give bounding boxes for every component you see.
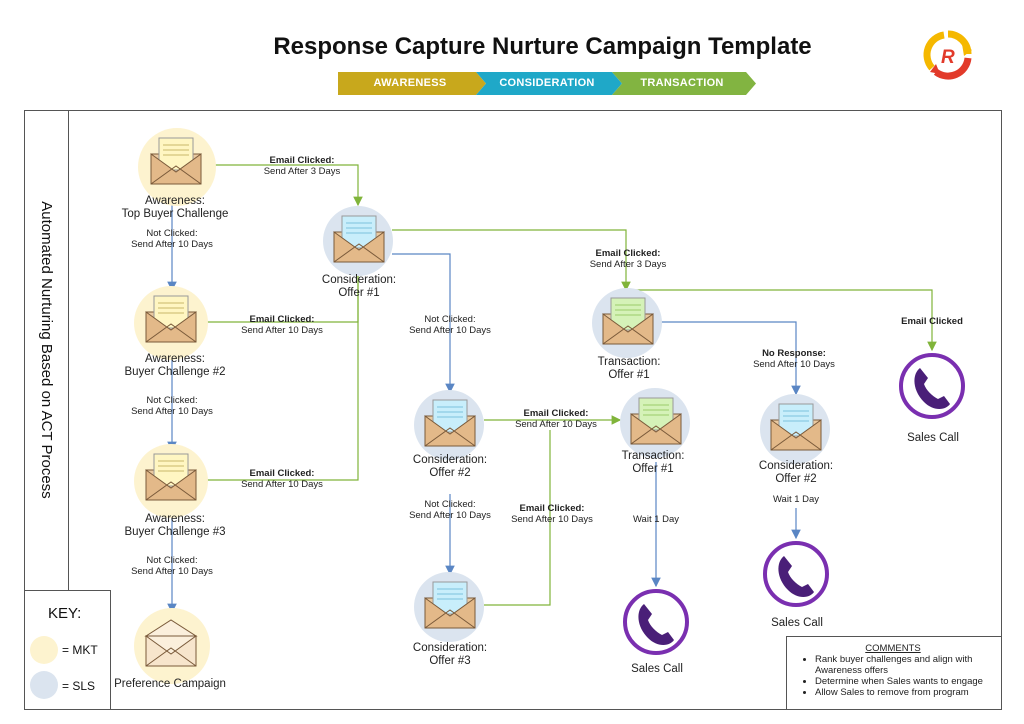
edge-label: Email Clicked:Send After 3 Days (589, 248, 667, 270)
svg-text:R: R (941, 47, 955, 68)
comment-item: Allow Sales to remove from program (815, 687, 1001, 698)
envelope-icon (630, 397, 682, 445)
node-label-sales-call-b: Sales Call (631, 663, 683, 675)
edge-label: Email Clicked:Send After 3 Days (263, 155, 341, 177)
phone-icon (899, 353, 965, 419)
key-sls-label: = SLS (62, 679, 96, 693)
phone-icon (763, 541, 829, 607)
edge-label: Not Clicked:Send After 10 Days (131, 395, 213, 417)
phase-awareness: AWARENESS (373, 77, 447, 89)
phase-bar (338, 72, 756, 95)
node-label-sales-call-a: Sales Call (907, 432, 959, 444)
phase-consideration: CONSIDERATION (499, 77, 595, 89)
envelope-icon (145, 295, 197, 343)
diagram-frame (24, 110, 1002, 710)
node-label-transaction-1: Transaction: Offer #1 (597, 356, 661, 381)
envelope-icon (424, 399, 476, 447)
node-label-transaction-1b: Transaction: Offer #1 (621, 450, 685, 475)
edge-label: Wait 1 Day (772, 494, 820, 505)
comment-item: Determine when Sales wants to engage (815, 676, 1001, 687)
key-mkt-circle (30, 636, 58, 664)
node-label-consideration-3: Consideration: Offer #3 (412, 642, 488, 667)
edge-label: Email Clicked:Send After 10 Days (241, 468, 323, 490)
key-box (24, 590, 111, 709)
key-sls-circle (30, 671, 58, 699)
envelope-icon (770, 403, 822, 451)
key-mkt-label: = MKT (62, 643, 98, 657)
key-title: KEY: (48, 605, 82, 622)
node-label-consideration-2: Consideration: Offer #2 (412, 454, 488, 479)
envelope-icon (602, 297, 654, 345)
envelope-icon (424, 581, 476, 629)
edge-label: Email Clicked:Send After 10 Days (515, 408, 597, 430)
page-title: Response Capture Nurture Campaign Templa… (273, 33, 812, 60)
edge-label: Email Clicked:Send After 10 Days (241, 314, 323, 336)
comments-title: COMMENTS (865, 643, 921, 654)
envelope-icon (144, 619, 198, 667)
phase-transaction: TRANSACTION (640, 77, 724, 89)
logo-icon: R (922, 28, 974, 84)
comments-list: Rank buyer challenges and align with Awa… (787, 654, 1001, 698)
envelope-icon (333, 215, 385, 263)
edge-label: Not Clicked:Send After 10 Days (409, 314, 491, 336)
edge-label: No Response:Send After 10 Days (753, 348, 835, 370)
comment-item: Rank buyer challenges and align with Awa… (815, 654, 1001, 676)
node-label-awareness-3: Awareness: Buyer Challenge #3 (124, 513, 226, 538)
edge-label: Not Clicked:Send After 10 Days (131, 555, 213, 577)
envelope-icon (150, 137, 202, 185)
envelope-icon (145, 453, 197, 501)
node-label-awareness-top: Awareness: Top Buyer Challenge (121, 195, 229, 220)
node-label-awareness-2: Awareness: Buyer Challenge #2 (124, 353, 226, 378)
edge-label: Email Clicked:Send After 10 Days (511, 503, 593, 525)
comments-box: Rank buyer challenges and align with Awa… (786, 636, 1001, 709)
node-label-sales-call-c: Sales Call (771, 617, 823, 629)
edge-label: Wait 1 Day (632, 514, 680, 525)
edge-label: Not Clicked:Send After 10 Days (131, 228, 213, 250)
side-panel (24, 110, 69, 590)
edge-label: Email Clicked (901, 316, 963, 327)
node-label-consideration-1: Consideration: Offer #1 (321, 274, 397, 299)
edge-label: Not Clicked:Send After 10 Days (409, 499, 491, 521)
node-label-consideration-2b: Consideration: Offer #2 (758, 460, 834, 485)
phone-icon (623, 589, 689, 655)
node-label-preference: Preference Campaign (114, 678, 226, 690)
